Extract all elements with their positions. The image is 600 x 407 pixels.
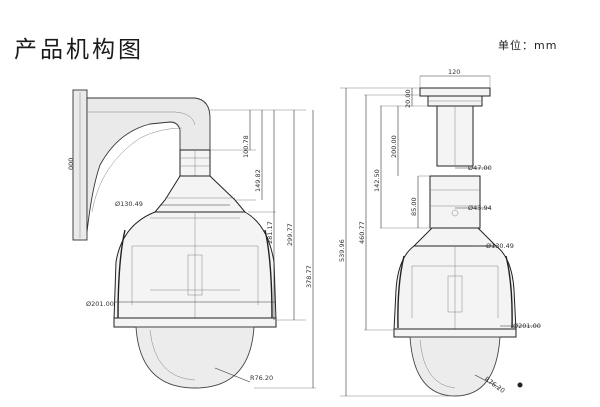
unit-label: 单位：mm xyxy=(498,39,558,52)
dim-plate-width: 120 xyxy=(448,68,460,76)
housing-ring xyxy=(113,317,277,328)
small-mark xyxy=(517,382,523,388)
housing-shoulder xyxy=(153,175,247,213)
pendant-mount-view: 120 20.00 Ø47.00 Ø43.94 85.00 Ø130.49 Ø2… xyxy=(338,68,541,397)
dim-plate-height: 20.00 xyxy=(404,89,412,108)
dim-total-height-pendant: 539.96 xyxy=(338,239,346,262)
dim-housing-diameter: Ø201.00 xyxy=(86,300,114,308)
dim-bracket-flange: 000 xyxy=(67,158,75,170)
dim-housing-height: 299.77 xyxy=(286,223,294,246)
dim-total-height: 378.77 xyxy=(305,265,313,288)
dim-full-height: 460.77 xyxy=(358,221,366,244)
dim-mid-height: 142.50 xyxy=(373,169,381,192)
ceiling-plate xyxy=(419,87,491,97)
dim-dome-radius: R76.20 xyxy=(250,374,273,382)
camera-dome xyxy=(135,326,255,389)
pendant-neck xyxy=(429,175,481,229)
pendant-shoulder xyxy=(412,227,498,247)
dim-upper-height: 200.00 xyxy=(390,135,398,158)
dim-housing-diameter-pendant: Ø201.00 xyxy=(513,322,541,330)
dim-collar-height: 100.78 xyxy=(242,135,250,158)
page-title: 产品机构图 xyxy=(14,37,144,63)
dim-neck-diameter: Ø43.94 xyxy=(468,204,492,212)
wall-bracket-arm xyxy=(86,97,211,233)
dim-neck-height-pendant: 85.00 xyxy=(410,197,418,216)
dim-collar-diameter-pendant: Ø130.49 xyxy=(486,242,514,250)
pendant-ring xyxy=(393,328,517,338)
pendant-dome xyxy=(409,336,501,397)
wall-mount-view: 000 100.78 149.82 281.17 299.77 378.77 Ø… xyxy=(67,89,316,389)
dim-dome-radius-pendant: R76.20 xyxy=(483,375,507,395)
dim-neck-height: 149.82 xyxy=(254,169,262,192)
dim-body-height: 281.17 xyxy=(266,221,274,244)
dim-collar-diameter: Ø130.49 xyxy=(115,200,143,208)
dim-pipe-diameter: Ø47.00 xyxy=(468,164,492,172)
